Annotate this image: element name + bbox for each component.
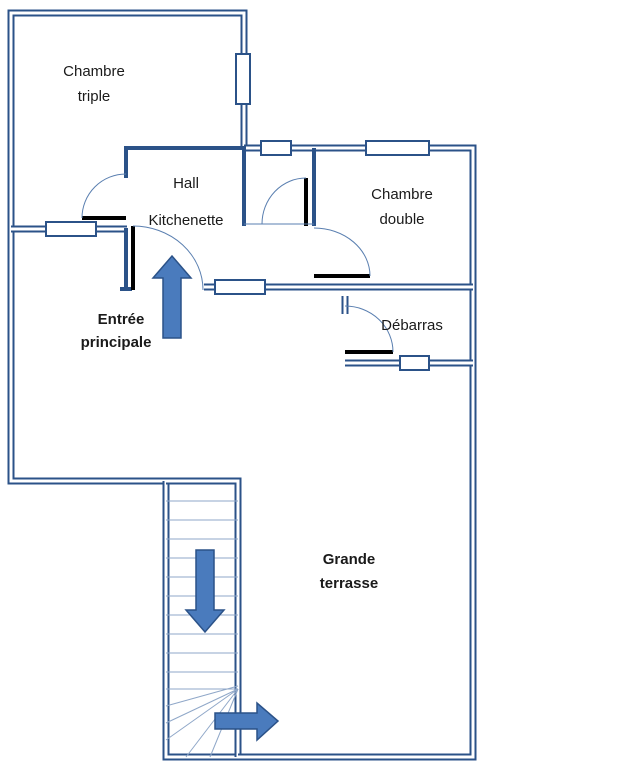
right-arrow-icon [214, 701, 280, 742]
label-terrasse-line2: terrasse [320, 575, 378, 592]
door-arc [261, 177, 307, 225]
outer-walls [7, 9, 477, 761]
label-chambre-triple-line1: Chambre [63, 63, 125, 80]
arrows [151, 254, 280, 742]
label-entree-line2: principale [81, 334, 152, 351]
window [214, 279, 266, 295]
window [45, 221, 97, 237]
label-chambre-triple-line2: triple [78, 88, 111, 105]
window [365, 140, 430, 156]
label-debarras: Débarras [381, 317, 443, 334]
door-arc [132, 225, 204, 291]
windows [45, 53, 430, 371]
label-terrasse-line1: Grande [323, 551, 376, 568]
door-arc [313, 227, 371, 277]
label-chambre-double-line2: double [379, 211, 424, 228]
room-labels: Chambre triple Hall Kitchenette Chambre … [63, 63, 443, 592]
window [260, 140, 292, 156]
staircase [165, 500, 239, 758]
label-kitchenette: Kitchenette [148, 212, 223, 229]
window [235, 53, 251, 105]
label-chambre-double-line1: Chambre [371, 186, 433, 203]
inner-walls [120, 146, 316, 291]
door-arc [81, 173, 127, 219]
window [399, 355, 430, 371]
down-arrow-icon [184, 549, 226, 634]
doors [81, 173, 394, 354]
label-entree-line1: Entrée [98, 311, 145, 328]
label-hall: Hall [173, 175, 199, 192]
door-arc [344, 305, 394, 353]
up-arrow-icon [151, 254, 193, 339]
